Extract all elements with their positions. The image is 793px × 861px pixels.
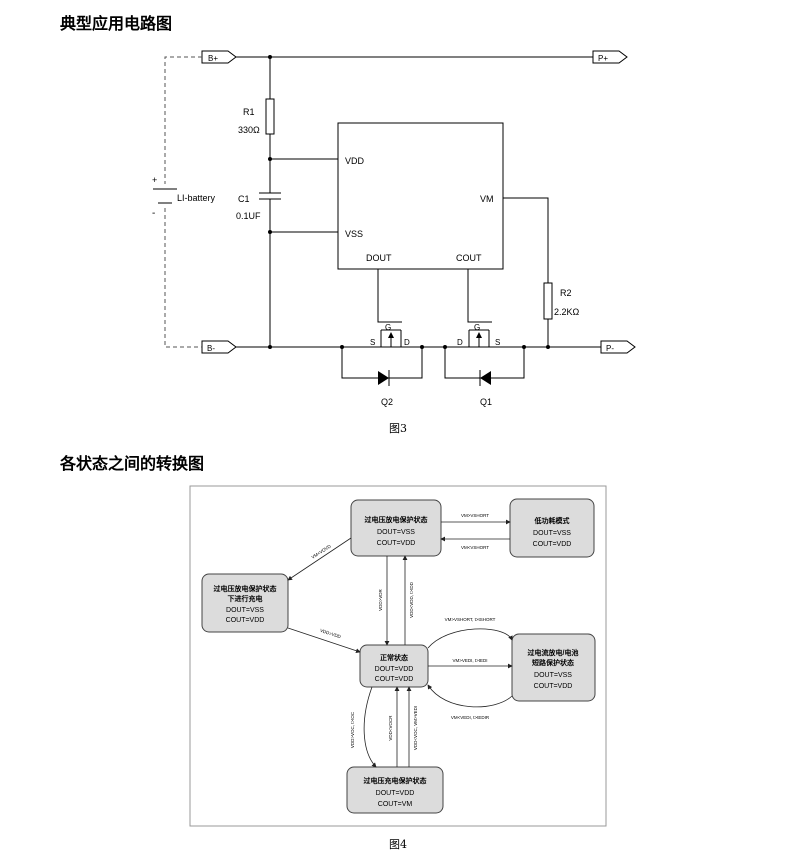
svg-text:DOUT=VDD: DOUT=VDD bbox=[376, 790, 415, 797]
port-bminus: B- bbox=[201, 340, 237, 354]
svg-text:COUT=VDD: COUT=VDD bbox=[226, 617, 265, 624]
pin-vm: VM bbox=[480, 194, 494, 204]
svg-text:低功耗模式: 低功耗模式 bbox=[534, 516, 570, 525]
state-diagram: 过电压放电保护状态 DOUT=VSS COUT=VDD 低功耗模式 DOUT=V… bbox=[189, 485, 607, 827]
port-pplus: P+ bbox=[592, 50, 628, 64]
mosfet-q2: G S D Q2 bbox=[341, 269, 423, 407]
svg-text:B-: B- bbox=[207, 344, 215, 353]
c1-name: C1 bbox=[238, 194, 250, 204]
battery-label: LI-battery bbox=[177, 193, 216, 203]
svg-text:G: G bbox=[474, 323, 480, 332]
heading-states: 各状态之间的转换图 bbox=[60, 454, 205, 473]
port-bplus: B+ bbox=[201, 50, 237, 64]
svg-text:D: D bbox=[457, 338, 463, 347]
q2-name: Q2 bbox=[381, 397, 393, 407]
r2-value: 2.2KΩ bbox=[554, 307, 580, 317]
label-to-ovc: VDD>VOC, t>tOC bbox=[350, 711, 355, 748]
svg-text:D: D bbox=[404, 338, 410, 347]
svg-text:过电流放电/电池: 过电流放电/电池 bbox=[528, 648, 579, 657]
svg-text:P-: P- bbox=[606, 344, 614, 353]
label-ovd-charge-to-normal: VDD>VDD bbox=[319, 628, 342, 640]
port-pminus: P- bbox=[600, 340, 636, 354]
label-ovd-to-normal: VDD>VDR bbox=[378, 588, 383, 610]
svg-text:G: G bbox=[385, 323, 391, 332]
svg-text:短路保护状态: 短路保护状态 bbox=[532, 658, 574, 667]
r2-name: R2 bbox=[560, 288, 572, 298]
state-ovc-protect: 过电压充电保护状态 DOUT=VDD COUT=VM bbox=[346, 766, 444, 814]
svg-text:B+: B+ bbox=[208, 54, 218, 63]
c1-value: 0.1UF bbox=[236, 211, 261, 221]
state-ovd-protect: 过电压放电保护状态 DOUT=VSS COUT=VDD bbox=[350, 499, 442, 557]
state-ovd-charge: 过电压放电保护状态 下进行充电 DOUT=VSS COUT=VDD bbox=[201, 573, 289, 633]
state-normal: 正常状态 DOUT=VDD COUT=VDD bbox=[359, 644, 429, 688]
label-to-oc-short: VM>VSHORT, t>tSHORT bbox=[445, 617, 496, 622]
svg-text:DOUT=VSS: DOUT=VSS bbox=[226, 607, 264, 614]
svg-text:COUT=VDD: COUT=VDD bbox=[533, 541, 572, 548]
svg-text:COUT=VM: COUT=VM bbox=[378, 801, 413, 808]
resistor-r2 bbox=[543, 282, 553, 320]
r1-name: R1 bbox=[243, 107, 255, 117]
svg-text:P+: P+ bbox=[598, 54, 608, 63]
svg-text:COUT=VDD: COUT=VDD bbox=[534, 683, 573, 690]
pin-vss: VSS bbox=[345, 229, 363, 239]
label-to-low: VM>VSHORT bbox=[461, 513, 489, 518]
svg-text:过电压放电保护状态: 过电压放电保护状态 bbox=[214, 584, 277, 593]
protection-ic bbox=[337, 122, 504, 270]
svg-text:过电压充电保护状态: 过电压充电保护状态 bbox=[364, 776, 427, 785]
caption-fig3: 图3 bbox=[389, 422, 407, 435]
label-ovc-back-b: VDD<VOC, VM>VEDI bbox=[413, 706, 418, 750]
label-normal-to-ovd: VDD<VDD, t>tDD bbox=[409, 581, 414, 618]
pin-cout: COUT bbox=[456, 253, 482, 263]
label-from-low: VM<VSHORT bbox=[461, 545, 489, 550]
svg-text:COUT=VDD: COUT=VDD bbox=[377, 540, 416, 547]
svg-text:DOUT=VSS: DOUT=VSS bbox=[533, 530, 571, 537]
svg-text:+: + bbox=[152, 175, 157, 185]
label-ovc-back-a: VDD<VOCR bbox=[388, 715, 393, 741]
svg-text:下进行充电: 下进行充电 bbox=[228, 594, 263, 603]
mosfet-q1: G D S Q1 bbox=[444, 269, 525, 407]
circuit-diagram: B+ P+ B- P- R1 330Ω C1 0.1UF bbox=[152, 50, 636, 407]
r1-value: 330Ω bbox=[238, 125, 260, 135]
label-oc-to-normal: VM<VEDI, t>tEDIR bbox=[451, 715, 490, 720]
caption-fig4: 图4 bbox=[389, 838, 407, 851]
q1-name: Q1 bbox=[480, 397, 492, 407]
label-to-oc-edi: VM>VEDI, t>tEDI bbox=[452, 658, 487, 663]
svg-text:COUT=VDD: COUT=VDD bbox=[375, 676, 414, 683]
svg-text:S: S bbox=[495, 338, 500, 347]
heading-circuit: 典型应用电路图 bbox=[60, 14, 173, 33]
svg-text:-: - bbox=[152, 208, 155, 219]
resistor-r1 bbox=[265, 98, 275, 135]
svg-text:DOUT=VSS: DOUT=VSS bbox=[377, 529, 415, 536]
svg-text:DOUT=VDD: DOUT=VDD bbox=[375, 666, 414, 673]
pin-dout: DOUT bbox=[366, 253, 392, 263]
svg-text:正常状态: 正常状态 bbox=[380, 653, 408, 662]
svg-text:S: S bbox=[370, 338, 375, 347]
state-low-power: 低功耗模式 DOUT=VSS COUT=VDD bbox=[509, 498, 595, 558]
pin-vdd: VDD bbox=[345, 156, 365, 166]
svg-text:过电压放电保护状态: 过电压放电保护状态 bbox=[365, 515, 428, 524]
svg-text:DOUT=VSS: DOUT=VSS bbox=[534, 672, 572, 679]
state-overcurrent: 过电流放电/电池 短路保护状态 DOUT=VSS COUT=VDD bbox=[511, 633, 596, 702]
